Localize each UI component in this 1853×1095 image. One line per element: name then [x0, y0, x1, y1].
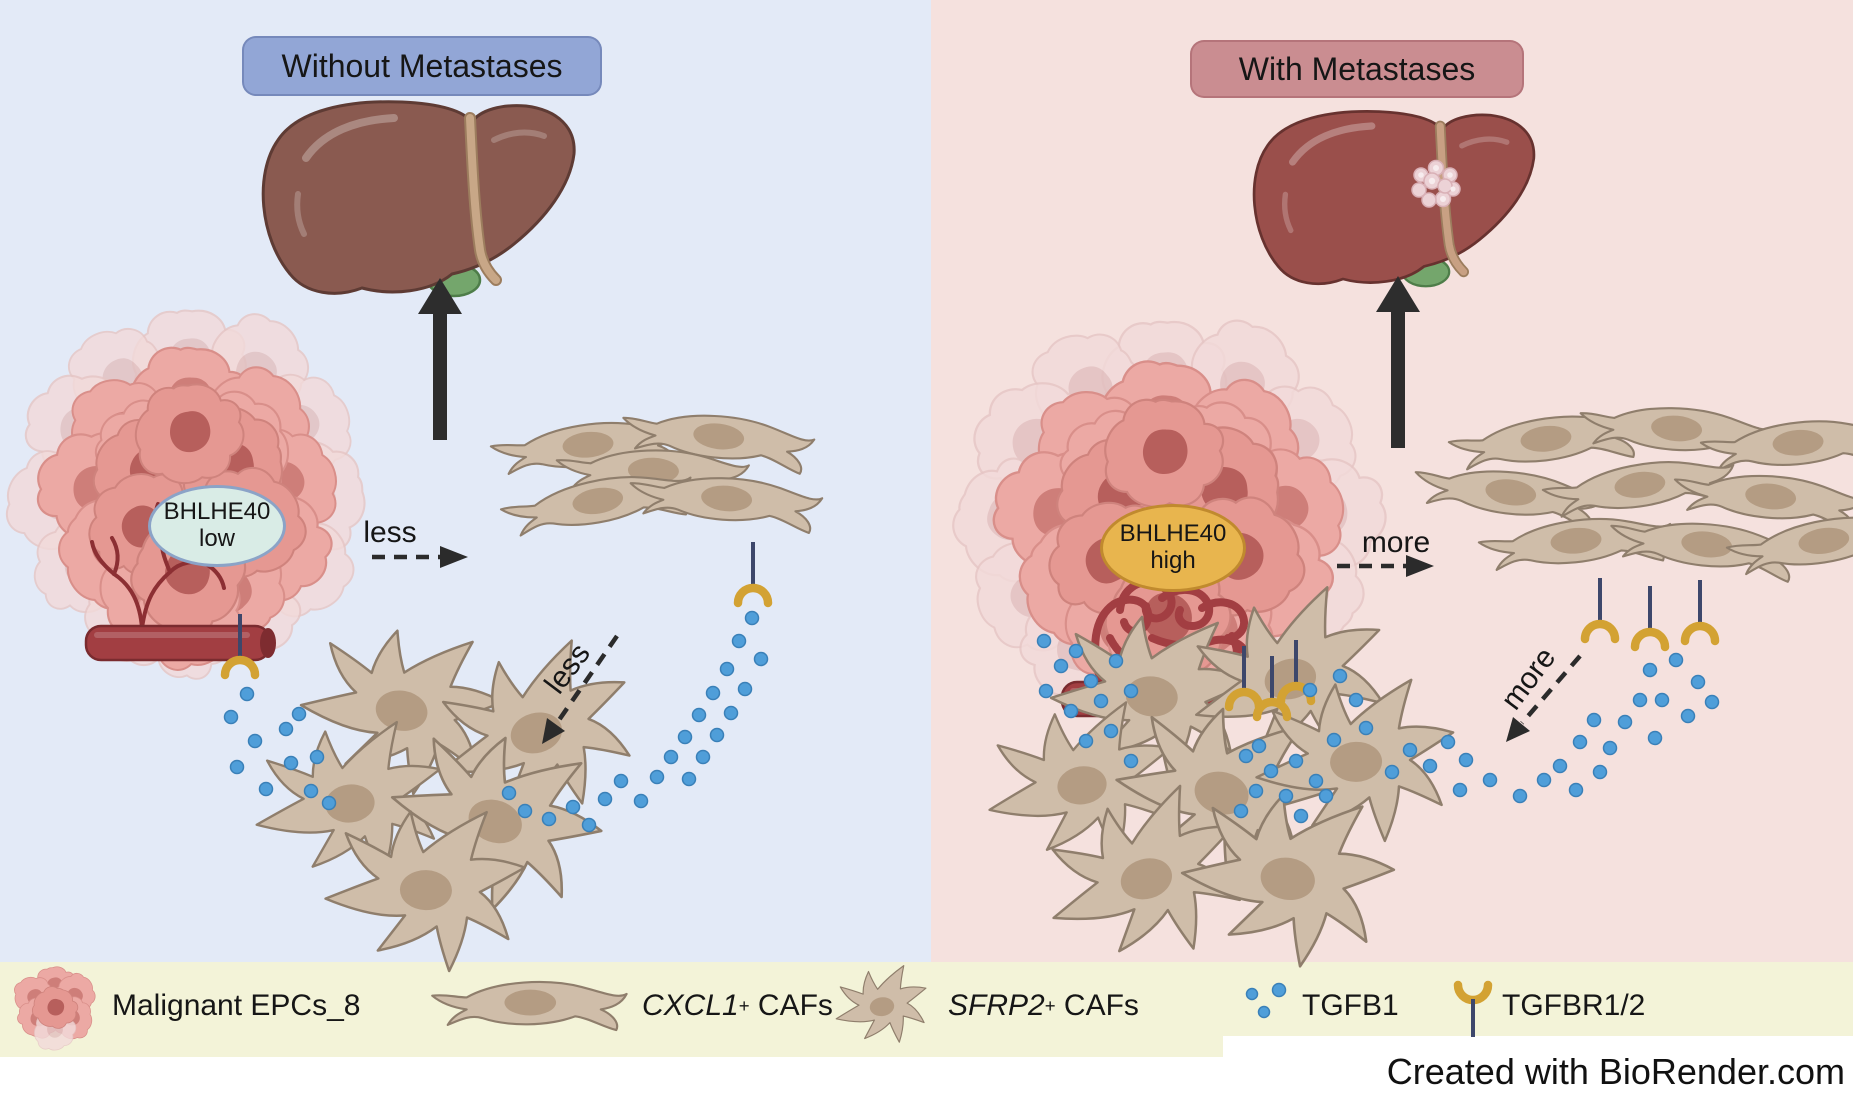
legend-text: CAFs	[1055, 989, 1139, 1022]
expression-level: high	[1150, 547, 1196, 574]
liver-healthy	[263, 102, 574, 296]
title-with-metastases: With Metastases	[1190, 40, 1524, 98]
legend-label-sfrp2-cafs: SFRP2+ CAFs	[948, 989, 1139, 1022]
dashed-arrows	[372, 546, 1582, 744]
gene-name: BHLHE40	[163, 498, 271, 526]
legend-label-tgfbr: TGFBR1/2	[1502, 986, 1645, 1026]
sfrp2-caf-icon	[829, 962, 934, 1052]
biorender-credit-box	[1223, 1036, 1853, 1095]
expression-level: low	[198, 525, 235, 552]
title-without-metastases: Without Metastases	[242, 36, 602, 96]
cxcl1-caf-cluster-left	[488, 403, 825, 544]
arrow-label-more-secretion: more	[1361, 526, 1431, 559]
gene-name: SFRP2	[948, 989, 1045, 1022]
legend-text: Malignant EPCs_8	[112, 989, 361, 1022]
metastasis-arrow-right	[1376, 276, 1420, 448]
blood-vessel-tube-left	[84, 624, 276, 662]
legend-text: TGFBR1/2	[1502, 989, 1646, 1022]
tgfbr-receptor-icon	[1458, 985, 1488, 1037]
bhlhe40-low-badge: BHLHE40 low	[148, 485, 286, 567]
gene-name: BHLHE40	[1119, 520, 1227, 548]
arrow-label-less-secretion: less	[363, 516, 417, 549]
tgfb1-dots-icon	[1245, 982, 1287, 1019]
liver-with-metastasis	[1254, 111, 1534, 286]
title-text: With Metastases	[1238, 50, 1476, 87]
legend-text: TGFB1	[1302, 989, 1399, 1022]
bhlhe40-high-badge: BHLHE40 high	[1100, 504, 1246, 592]
cxcl1-caf-icon	[431, 980, 628, 1032]
gene-name: CXCL1	[642, 989, 739, 1022]
legend-label-tgfb1: TGFB1	[1302, 986, 1399, 1026]
cxcl1-caf-cluster-right	[1409, 398, 1853, 585]
metastasis-nodule-icon	[1411, 159, 1461, 208]
metastasis-arrow-left	[418, 278, 462, 440]
legend-text: CAFs	[749, 989, 833, 1022]
legend-label-cxcl1-cafs: CXCL1+ CAFs	[642, 989, 833, 1022]
legend-label-malignant-epcs: Malignant EPCs_8	[112, 986, 360, 1026]
title-text: Without Metastases	[281, 47, 563, 84]
biorender-credit: Created with BioRender.com	[1386, 1051, 1845, 1092]
malignant-epc-cluster-icon	[9, 966, 103, 1054]
